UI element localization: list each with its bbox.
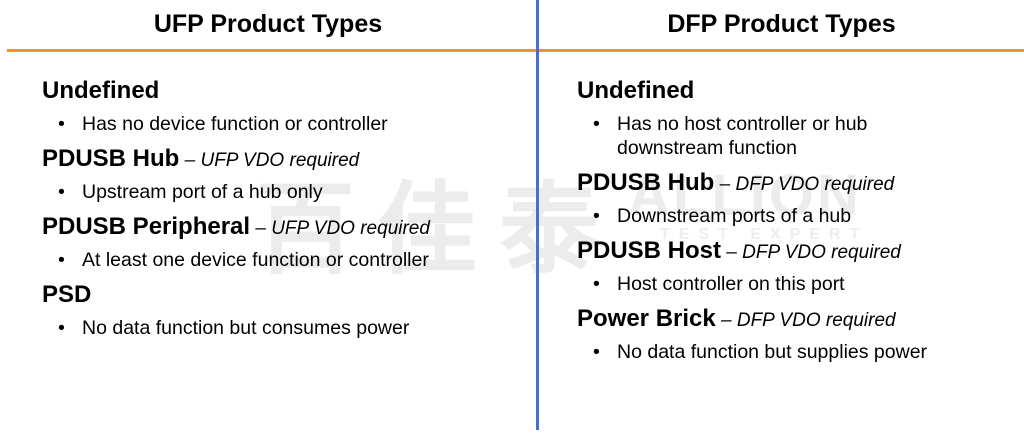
bullet-icon: • — [593, 273, 600, 295]
bullet-icon: • — [58, 113, 65, 135]
type-note: – DFP VDO required — [715, 310, 896, 331]
bullet-text: No data function but supplies power — [617, 341, 928, 363]
type-bullet: • Has no device function or controller — [42, 112, 442, 136]
bullet-icon: • — [593, 205, 600, 227]
type-note: – UFP VDO required — [250, 218, 430, 239]
type-bullet: • At least one device function or contro… — [42, 248, 442, 272]
bullet-text: At least one device function or controll… — [82, 249, 429, 271]
bullet-text: Has no host controller or hub downstream… — [617, 113, 868, 159]
bullet-icon: • — [58, 181, 65, 203]
bullet-icon: • — [593, 113, 600, 135]
ufp-type-heading: PDUSB Peripheral – UFP VDO required — [42, 212, 542, 244]
header-divider — [7, 49, 1024, 52]
bullet-text: Host controller on this port — [617, 273, 845, 295]
type-name: PDUSB Hub — [577, 169, 715, 196]
type-note: – UFP VDO required — [179, 150, 360, 171]
type-name: PSD — [42, 281, 92, 308]
type-bullet: • Host controller on this port — [577, 272, 947, 296]
type-name: Undefined — [42, 77, 160, 104]
type-name: PDUSB Hub — [42, 145, 180, 172]
bullet-text: Downstream ports of a hub — [617, 205, 852, 227]
type-bullet: • No data function but supplies power — [577, 340, 1024, 364]
type-name: PDUSB Host — [577, 237, 722, 264]
type-name: PDUSB Peripheral — [42, 213, 251, 240]
type-bullet: • Has no host controller or hub downstre… — [577, 112, 947, 160]
dfp-type-heading: PDUSB Host – DFP VDO required — [577, 236, 1024, 268]
bullet-icon: • — [58, 249, 65, 271]
type-name: Undefined — [577, 77, 695, 104]
ufp-type-heading: Undefined — [42, 76, 542, 108]
bullet-icon: • — [58, 317, 65, 339]
type-note: – DFP VDO required — [714, 174, 895, 195]
type-bullet: • Downstream ports of a hub — [577, 204, 947, 228]
type-bullet: • Upstream port of a hub only — [42, 180, 442, 204]
type-name: Power Brick — [577, 305, 716, 332]
bullet-text: No data function but consumes power — [82, 317, 410, 339]
dfp-type-heading: Power Brick – DFP VDO required — [577, 304, 1024, 336]
dfp-column-title: DFP Product Types — [667, 10, 896, 38]
bullet-text: Upstream port of a hub only — [82, 181, 323, 203]
type-note: – DFP VDO required — [721, 242, 901, 263]
dfp-type-list: Undefined • Has no host controller or hu… — [577, 76, 1024, 364]
ufp-type-list: Undefined • Has no device function or co… — [42, 76, 542, 340]
column-divider — [536, 0, 539, 430]
bullet-text: Has no device function or controller — [82, 113, 388, 135]
bullet-icon: • — [593, 341, 600, 363]
ufp-type-heading: PSD — [42, 280, 542, 312]
type-bullet: • No data function but consumes power — [42, 316, 542, 340]
ufp-column-title: UFP Product Types — [153, 10, 383, 38]
ufp-type-heading: PDUSB Hub – UFP VDO required — [42, 144, 542, 176]
dfp-type-heading: PDUSB Hub – DFP VDO required — [577, 168, 1024, 200]
dfp-type-heading: Undefined — [577, 76, 1024, 108]
